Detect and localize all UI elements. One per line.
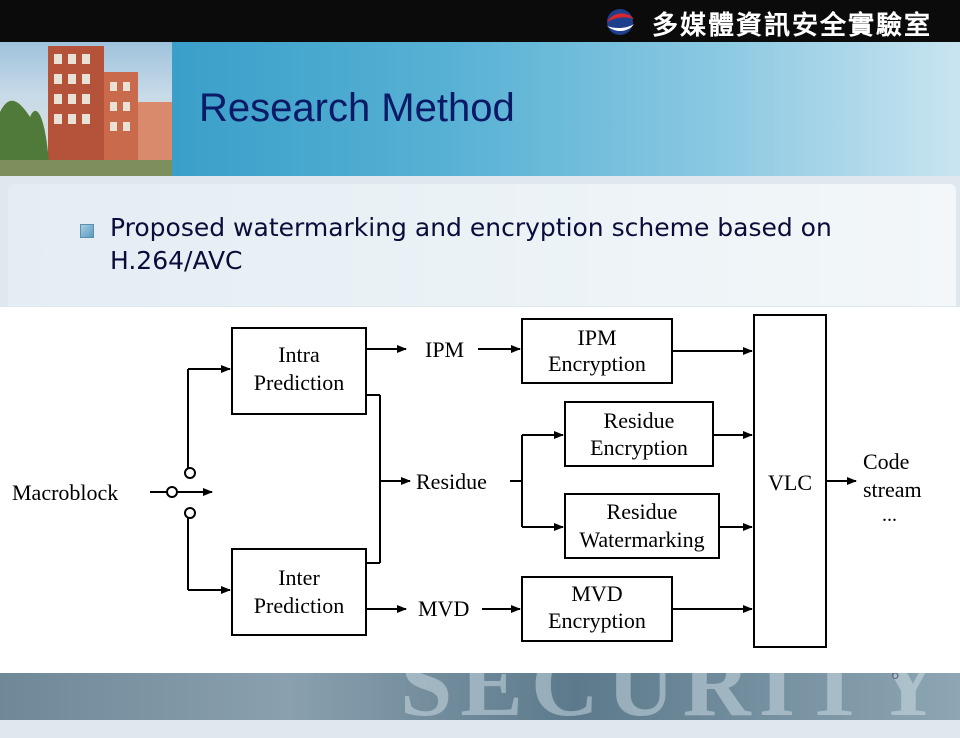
inter-label-2: Prediction <box>254 593 344 618</box>
footer-strip <box>0 670 960 720</box>
vlc-label: VLC <box>768 470 812 495</box>
mvd-enc-label-2: Encryption <box>548 608 646 633</box>
top-bar: 多媒體資訊安全實驗室 <box>0 0 960 42</box>
bullet-text: Proposed watermarking and encryption sch… <box>110 213 832 275</box>
bullet-icon <box>80 224 94 238</box>
page-number: 6 <box>891 668 900 683</box>
intra-label-1: Intra <box>278 342 320 367</box>
page-title: Research Method <box>199 86 515 130</box>
inter-label-1: Inter <box>278 565 320 590</box>
scheme-diagram: Macroblock Intra Prediction Inter Predic… <box>0 307 960 673</box>
residue-wm-label-2: Watermarking <box>579 527 704 552</box>
output-label-1: Code <box>863 449 909 474</box>
output-label-2: stream <box>863 477 922 502</box>
ipm-enc-label-2: Encryption <box>548 351 646 376</box>
header-band <box>172 42 960 176</box>
lab-name: 多媒體資訊安全實驗室 <box>652 11 933 41</box>
lab-logo-icon <box>607 9 634 35</box>
output-label-3: ... <box>882 504 897 526</box>
mvd-enc-label-1: MVD <box>571 581 622 606</box>
ipm-enc-label-1: IPM <box>577 325 616 350</box>
residue-enc-label-2: Encryption <box>590 435 688 460</box>
content-panel <box>8 184 956 306</box>
intra-prediction-block <box>231 327 367 415</box>
inter-prediction-block <box>231 548 367 636</box>
macroblock-label: Macroblock <box>12 480 118 505</box>
residue-wm-label-1: Residue <box>607 499 678 524</box>
residue-enc-label-1: Residue <box>604 408 675 433</box>
intra-label-2: Prediction <box>254 370 344 395</box>
building-photo <box>0 42 172 176</box>
ipm-signal-label: IPM <box>425 337 464 362</box>
mvd-signal-label: MVD <box>418 596 469 621</box>
residue-signal-label: Residue <box>416 469 487 494</box>
